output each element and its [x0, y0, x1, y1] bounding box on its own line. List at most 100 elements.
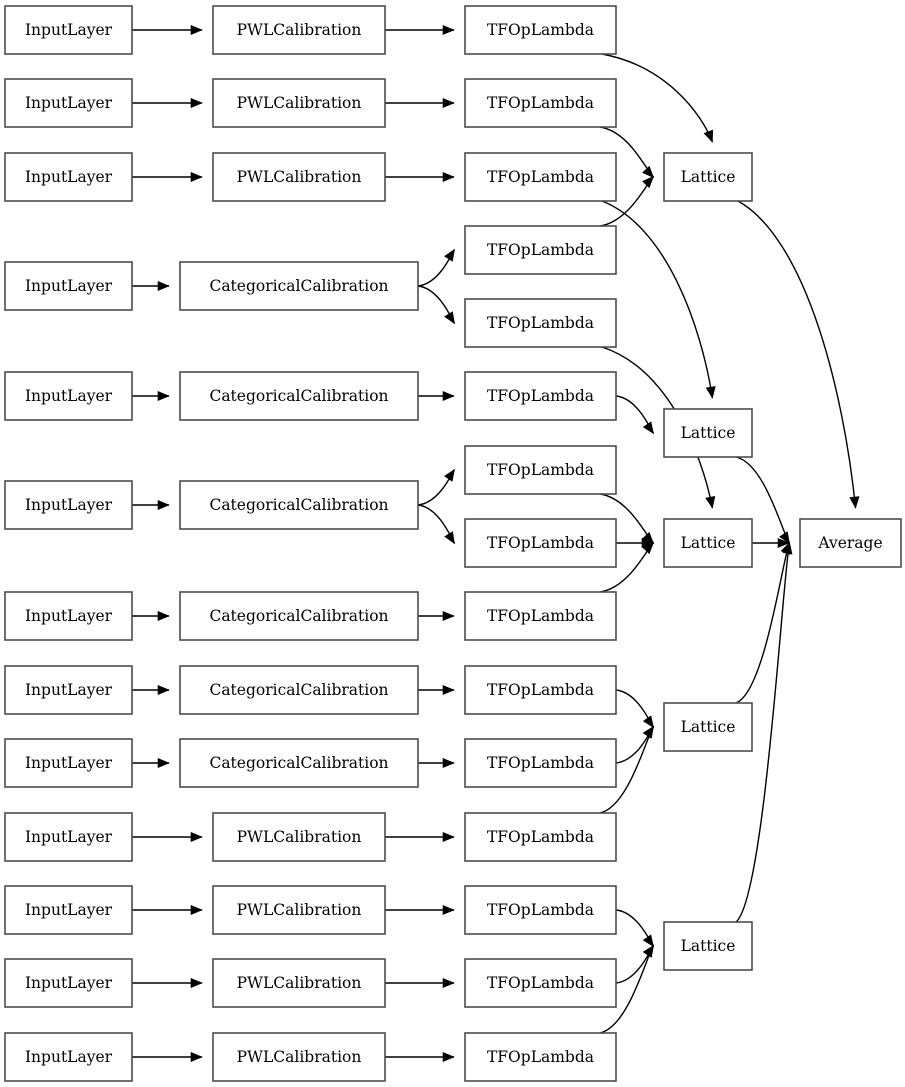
node-box-input-layer[interactable]	[4, 958, 133, 1008]
node-box-pwlcalibration[interactable]	[212, 1032, 386, 1082]
node-in3[interactable]: InputLayer	[4, 152, 133, 202]
node-box-tfop-lambda[interactable]	[464, 371, 617, 421]
node-box-categorical-calibration[interactable]	[179, 738, 419, 788]
node-box-tfop-lambda[interactable]	[464, 738, 617, 788]
node-cal7[interactable]: CategoricalCalibration	[179, 591, 419, 641]
node-box-average[interactable]	[799, 518, 902, 568]
node-lam9[interactable]: TFOpLambda	[464, 591, 617, 641]
node-cal3[interactable]: PWLCalibration	[212, 152, 386, 202]
node-box-tfop-lambda[interactable]	[464, 5, 617, 55]
node-box-tfop-lambda[interactable]	[464, 152, 617, 202]
node-box-pwlcalibration[interactable]	[212, 152, 386, 202]
node-in7[interactable]: InputLayer	[4, 591, 133, 641]
arrowhead-input-layer-to-pwlcalibration	[190, 904, 203, 916]
node-lam3[interactable]: TFOpLambda	[464, 152, 617, 202]
node-lat3[interactable]: Lattice	[663, 518, 753, 568]
node-box-input-layer[interactable]	[4, 738, 133, 788]
node-layer: InputLayerInputLayerInputLayerInputLayer…	[4, 5, 902, 1082]
node-in8[interactable]: InputLayer	[4, 665, 133, 715]
node-box-input-layer[interactable]	[4, 591, 133, 641]
node-cal5[interactable]: CategoricalCalibration	[179, 371, 419, 421]
node-label-pwlcalibration: PWLCalibration	[237, 828, 362, 846]
node-in6[interactable]: InputLayer	[4, 480, 133, 530]
arrowhead-input-layer-to-pwlcalibration	[190, 977, 203, 989]
node-lat4[interactable]: Lattice	[663, 702, 753, 752]
node-lam10[interactable]: TFOpLambda	[464, 665, 617, 715]
node-lat1[interactable]: Lattice	[663, 152, 753, 202]
node-lat5[interactable]: Lattice	[663, 921, 753, 971]
node-box-categorical-calibration[interactable]	[179, 480, 419, 530]
node-in1[interactable]: InputLayer	[4, 5, 133, 55]
node-box-tfop-lambda[interactable]	[464, 958, 617, 1008]
node-box-input-layer[interactable]	[4, 812, 133, 862]
node-in11[interactable]: InputLayer	[4, 885, 133, 935]
node-box-tfop-lambda[interactable]	[464, 518, 617, 568]
node-lam4[interactable]: TFOpLambda	[464, 225, 617, 275]
node-lam6[interactable]: TFOpLambda	[464, 371, 617, 421]
node-box-input-layer[interactable]	[4, 261, 133, 311]
node-box-pwlcalibration[interactable]	[212, 78, 386, 128]
node-cal8[interactable]: CategoricalCalibration	[179, 665, 419, 715]
node-box-input-layer[interactable]	[4, 480, 133, 530]
node-box-input-layer[interactable]	[4, 371, 133, 421]
node-box-lattice[interactable]	[663, 518, 753, 568]
node-cal4[interactable]: CategoricalCalibration	[179, 261, 419, 311]
node-box-lattice[interactable]	[663, 408, 753, 458]
node-box-tfop-lambda[interactable]	[464, 812, 617, 862]
node-box-categorical-calibration[interactable]	[179, 261, 419, 311]
node-in13[interactable]: InputLayer	[4, 1032, 133, 1082]
node-lam7[interactable]: TFOpLambda	[464, 445, 617, 495]
node-box-tfop-lambda[interactable]	[464, 591, 617, 641]
node-box-tfop-lambda[interactable]	[464, 298, 617, 348]
node-box-input-layer[interactable]	[4, 1032, 133, 1082]
node-cal13[interactable]: PWLCalibration	[212, 1032, 386, 1082]
node-lam5[interactable]: TFOpLambda	[464, 298, 617, 348]
node-in4[interactable]: InputLayer	[4, 261, 133, 311]
node-box-lattice[interactable]	[663, 921, 753, 971]
node-cal12[interactable]: PWLCalibration	[212, 958, 386, 1008]
node-avg[interactable]: Average	[799, 518, 902, 568]
node-cal10[interactable]: PWLCalibration	[212, 812, 386, 862]
node-box-categorical-calibration[interactable]	[179, 591, 419, 641]
node-box-input-layer[interactable]	[4, 885, 133, 935]
node-lam15[interactable]: TFOpLambda	[464, 1032, 617, 1082]
node-box-input-layer[interactable]	[4, 665, 133, 715]
node-box-pwlcalibration[interactable]	[212, 5, 386, 55]
node-box-tfop-lambda[interactable]	[464, 445, 617, 495]
node-in5[interactable]: InputLayer	[4, 371, 133, 421]
node-cal11[interactable]: PWLCalibration	[212, 885, 386, 935]
node-box-input-layer[interactable]	[4, 5, 133, 55]
node-lam2[interactable]: TFOpLambda	[464, 78, 617, 128]
node-lam12[interactable]: TFOpLambda	[464, 812, 617, 862]
node-in12[interactable]: InputLayer	[4, 958, 133, 1008]
node-lam8[interactable]: TFOpLambda	[464, 518, 617, 568]
node-box-tfop-lambda[interactable]	[464, 885, 617, 935]
node-box-lattice[interactable]	[663, 152, 753, 202]
node-cal1[interactable]: PWLCalibration	[212, 5, 386, 55]
node-box-tfop-lambda[interactable]	[464, 665, 617, 715]
node-box-categorical-calibration[interactable]	[179, 665, 419, 715]
node-in2[interactable]: InputLayer	[4, 78, 133, 128]
node-lam13[interactable]: TFOpLambda	[464, 885, 617, 935]
node-box-tfop-lambda[interactable]	[464, 225, 617, 275]
node-box-pwlcalibration[interactable]	[212, 958, 386, 1008]
node-lam11[interactable]: TFOpLambda	[464, 738, 617, 788]
node-lam1[interactable]: TFOpLambda	[464, 5, 617, 55]
node-in10[interactable]: InputLayer	[4, 812, 133, 862]
node-lam14[interactable]: TFOpLambda	[464, 958, 617, 1008]
node-box-tfop-lambda[interactable]	[464, 1032, 617, 1082]
node-box-input-layer[interactable]	[4, 152, 133, 202]
node-cal2[interactable]: PWLCalibration	[212, 78, 386, 128]
node-lat2[interactable]: Lattice	[663, 408, 753, 458]
node-box-input-layer[interactable]	[4, 78, 133, 128]
node-in9[interactable]: InputLayer	[4, 738, 133, 788]
node-box-lattice[interactable]	[663, 702, 753, 752]
node-label-tfop-lambda: TFOpLambda	[487, 168, 594, 186]
node-cal6[interactable]: CategoricalCalibration	[179, 480, 419, 530]
node-box-tfop-lambda[interactable]	[464, 78, 617, 128]
node-box-pwlcalibration[interactable]	[212, 885, 386, 935]
node-box-categorical-calibration[interactable]	[179, 371, 419, 421]
node-box-pwlcalibration[interactable]	[212, 812, 386, 862]
node-cal9[interactable]: CategoricalCalibration	[179, 738, 419, 788]
node-label-tfop-lambda: TFOpLambda	[487, 1048, 594, 1066]
